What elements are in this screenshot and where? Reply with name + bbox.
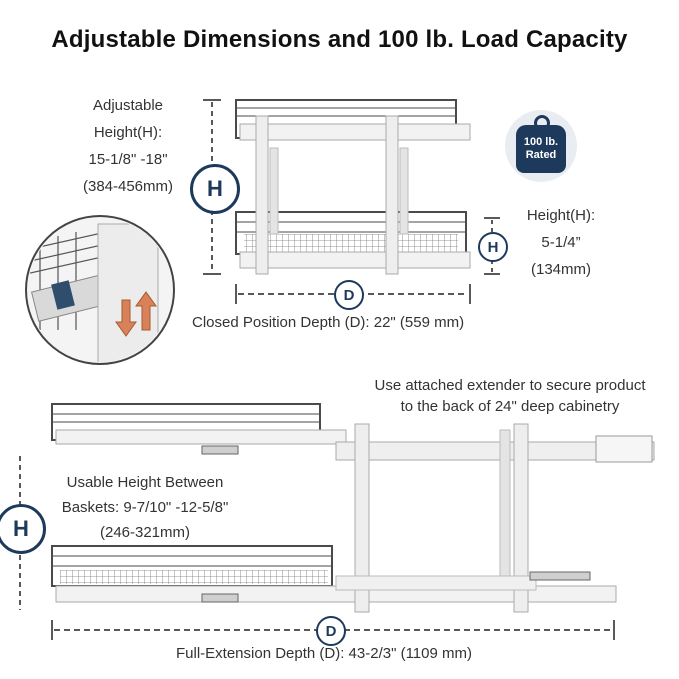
frame-upright (354, 423, 370, 613)
text-line: to the back of 24" deep cabinetry (400, 398, 620, 415)
text-line: Baskets: 9-7/10" -12-5/8" (61, 499, 229, 516)
depth-marker-badge: D (334, 280, 364, 310)
text-line: Adjustable (92, 97, 164, 114)
text-line: 5-1/4” (541, 234, 581, 251)
page-title: Adjustable Dimensions and 100 lb. Load C… (51, 26, 628, 53)
slide-runner (201, 445, 239, 455)
frame-upright-rear (399, 147, 409, 235)
adjustable-height-label: Adjustable Height(H): 15-1/8" -18" (384-… (64, 92, 192, 200)
frame-upright (255, 115, 269, 275)
text-line: (134mm) (530, 261, 591, 278)
extender-note: Use attached extender to secure product … (340, 375, 679, 417)
basket-height-label: Height(H): 5-1/4” (134mm) (508, 202, 614, 283)
slide-detail-inset (25, 215, 175, 365)
extended-top-rail (55, 429, 347, 445)
height-marker-badge: H (478, 232, 508, 262)
arrow-down-icon (115, 299, 137, 337)
weight-handle-icon (534, 115, 550, 131)
frame-upright-rear (269, 147, 279, 235)
depth-marker-badge: D (316, 616, 346, 646)
capacity-rated: Rated (525, 149, 557, 161)
load-capacity-badge: 100 lb. Rated (505, 110, 577, 182)
top-rail (239, 123, 471, 141)
slide-runner (201, 593, 239, 603)
capacity-value: 100 lb. (523, 136, 559, 148)
height-marker-badge: H (190, 164, 240, 214)
extended-unit-illustration (51, 403, 655, 613)
full-depth-label: Full-Extension Depth (D): 43-2/3" (1109 … (176, 645, 472, 662)
frame-bottom-bar (335, 575, 537, 591)
closed-unit-illustration (235, 99, 471, 275)
usable-height-label: Usable Height Between Baskets: 9-7/10" -… (48, 470, 242, 545)
bottom-rail (239, 251, 471, 269)
extended-bottom-mesh (60, 570, 328, 584)
slide-runner (529, 571, 591, 581)
closed-depth-label: Closed Position Depth (D): 22" (559 mm) (192, 314, 465, 331)
frame-upright-rear (499, 429, 511, 581)
rear-extender (595, 435, 653, 463)
bottom-basket-mesh (244, 234, 458, 252)
frame-upright (513, 423, 529, 613)
text-line: (384-456mm) (82, 178, 174, 195)
height-marker-badge: H (0, 504, 46, 554)
text-line: Height(H): (526, 207, 596, 224)
arrow-up-icon (135, 291, 157, 331)
frame-upright (385, 115, 399, 275)
text-line: Height(H): (93, 124, 163, 141)
text-line: (246-321mm) (99, 524, 191, 541)
frame-top-bar (335, 441, 655, 461)
weight-icon: 100 lb. Rated (516, 115, 566, 173)
text-line: 15-1/8" -18" (88, 151, 168, 168)
text-line: Use attached extender to secure product (374, 377, 646, 394)
text-line: Usable Height Between (66, 474, 224, 491)
